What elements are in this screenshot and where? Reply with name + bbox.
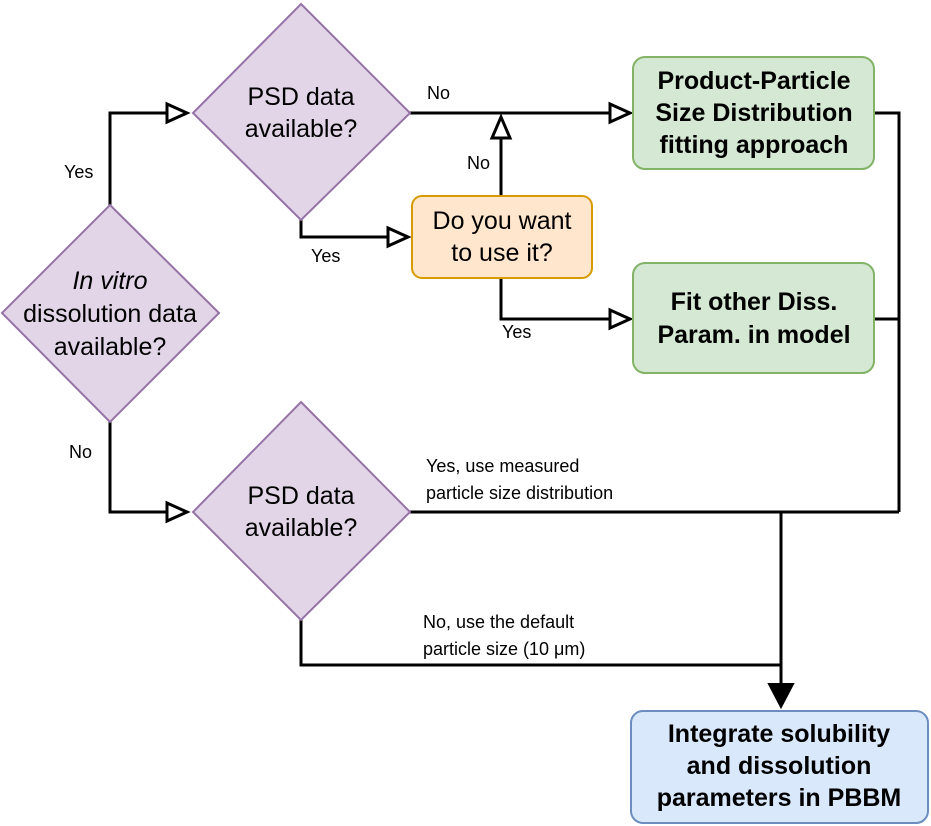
use-it-box[interactable] [411, 195, 593, 279]
psd-top-label-line1: PSD data [247, 83, 354, 111]
arrowhead-open [608, 307, 634, 331]
invitro-diamond[interactable] [0, 203, 221, 424]
edge-invitro-no [108, 422, 167, 514]
fitting-approach-box[interactable] [632, 56, 875, 170]
use-it-label-line1: Do you want [433, 207, 572, 235]
invitro-label-line2: dissolution data [23, 300, 197, 328]
edge-psd-top-yes [299, 220, 388, 239]
edge-label-psd-bottom-yes-line1: Yes, use measured [426, 456, 579, 476]
psd-bottom-label-line2: available? [245, 514, 358, 542]
arrowhead-open [489, 113, 513, 140]
integrate-label-line2: and dissolution [687, 752, 872, 780]
invitro-label-line1: In vitro [72, 267, 147, 295]
edge-psd-bottom-no [299, 620, 781, 667]
psd-bottom-label-line1: PSD data [247, 482, 354, 510]
arrowhead-open [165, 500, 191, 524]
fit-other-label-line2: Param. in model [657, 321, 850, 349]
psd-top-label-line2: available? [245, 115, 358, 143]
edge-label-psd-top-no: No [427, 83, 450, 103]
edge-label-psd-bottom-no-line1: No, use the default [423, 612, 574, 632]
edge-fitting-out [874, 111, 901, 512]
fitting-label-line3: fitting approach [660, 131, 849, 159]
fit-other-box[interactable] [632, 262, 875, 374]
invitro-label-line3: available? [54, 333, 167, 361]
psd-bottom-diamond[interactable] [191, 400, 412, 622]
edge-use-it-yes [499, 278, 610, 321]
edge-label-invitro-yes: Yes [64, 162, 93, 182]
arrowhead-open [165, 101, 191, 125]
arrowhead-open [608, 101, 634, 125]
arrowhead-open [386, 225, 412, 249]
use-it-label-line2: to use it? [451, 239, 552, 267]
integrate-label-line1: Integrate solubility [668, 720, 890, 748]
edge-invitro-yes [108, 111, 167, 205]
edge-label-use-it-no: No [467, 153, 490, 173]
fitting-label-line2: Size Distribution [655, 99, 852, 127]
psd-top-diamond[interactable] [191, 2, 412, 222]
integrate-box[interactable] [630, 710, 929, 824]
edge-label-invitro-no: No [69, 442, 92, 462]
fit-other-label-line1: Fit other Diss. [671, 288, 838, 316]
fitting-label-line1: Product-Particle [657, 67, 850, 95]
arrowhead-filled [767, 683, 795, 710]
integrate-label-line3: parameters in PBBM [657, 784, 902, 812]
edge-label-psd-bottom-yes-line2: particle size distribution [426, 483, 613, 503]
edge-label-psd-bottom-no-line2: particle size (10 μm) [423, 639, 585, 659]
edge-label-use-it-yes: Yes [502, 322, 531, 342]
edge-label-psd-top-yes: Yes [311, 246, 340, 266]
